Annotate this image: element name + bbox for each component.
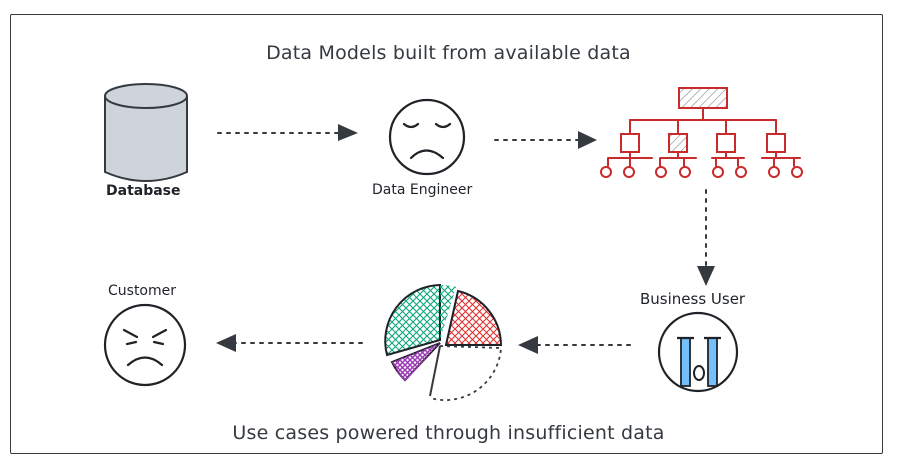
arrow-database-to-engineer [217,124,358,141]
crying-face-icon [657,311,739,393]
data-engineer-label: Data Engineer [372,182,473,198]
diagram-frame [10,14,883,454]
arrow-business-user-to-use-cases [518,336,631,354]
database-label: Database [106,183,181,199]
arrow-use-cases-to-customer [216,334,363,352]
angry-face-icon [103,303,187,387]
hierarchy-tree-icon [600,87,803,178]
database-cylinder-icon [104,83,188,182]
customer-label: Customer [108,283,177,299]
diagram-title: Data Models built from available data [266,42,631,64]
sad-face-icon [388,98,466,176]
pie-chart-icon [384,283,503,401]
arrow-model-to-business-user [697,189,715,286]
diagram-subtitle: Use cases powered through insufficient d… [232,422,665,444]
arrow-engineer-to-model [494,131,597,149]
business-user-label: Business User [640,290,746,308]
